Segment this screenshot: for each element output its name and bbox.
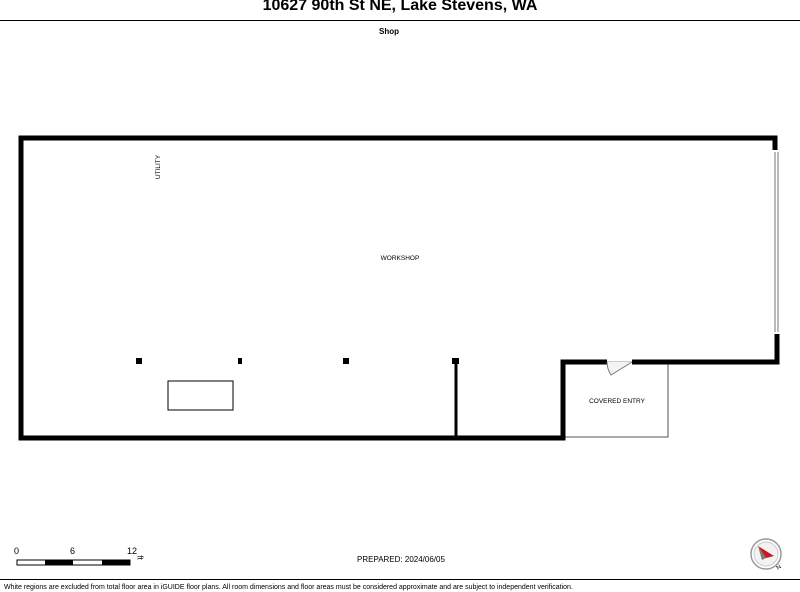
compass-icon: N xyxy=(750,538,783,572)
door-swing xyxy=(606,361,633,376)
post xyxy=(238,358,242,364)
scale-bar xyxy=(16,559,131,566)
compass-north-label: N xyxy=(776,564,783,571)
header-divider xyxy=(0,20,800,21)
exterior-wall xyxy=(18,135,778,441)
scale-bar-segment xyxy=(102,560,130,565)
room-label-covered-entry: COVERED ENTRY xyxy=(589,398,646,405)
prepared-date: PREPARED: 2024/06/05 xyxy=(357,555,445,564)
room-label-workshop: WORKSHOP xyxy=(381,255,420,262)
exterior-wall-east xyxy=(632,334,780,365)
scale-unit: ft xyxy=(135,555,145,560)
scale-bar-segment xyxy=(45,560,73,565)
workbench xyxy=(167,380,234,411)
room-label-utility: UTILITY xyxy=(155,154,162,179)
footer-divider xyxy=(0,579,800,580)
disclaimer-text: White regions are excluded from total fl… xyxy=(4,584,573,591)
post xyxy=(452,358,459,364)
property-address: 10627 90th St NE, Lake Stevens, WA xyxy=(262,0,538,14)
post xyxy=(136,358,142,364)
scale-tick-12: 12 xyxy=(127,546,138,556)
floor-name: Shop xyxy=(379,27,399,36)
scale-tick-0: 0 xyxy=(14,546,20,556)
scale-tick-6: 6 xyxy=(70,546,76,556)
post xyxy=(343,358,349,364)
